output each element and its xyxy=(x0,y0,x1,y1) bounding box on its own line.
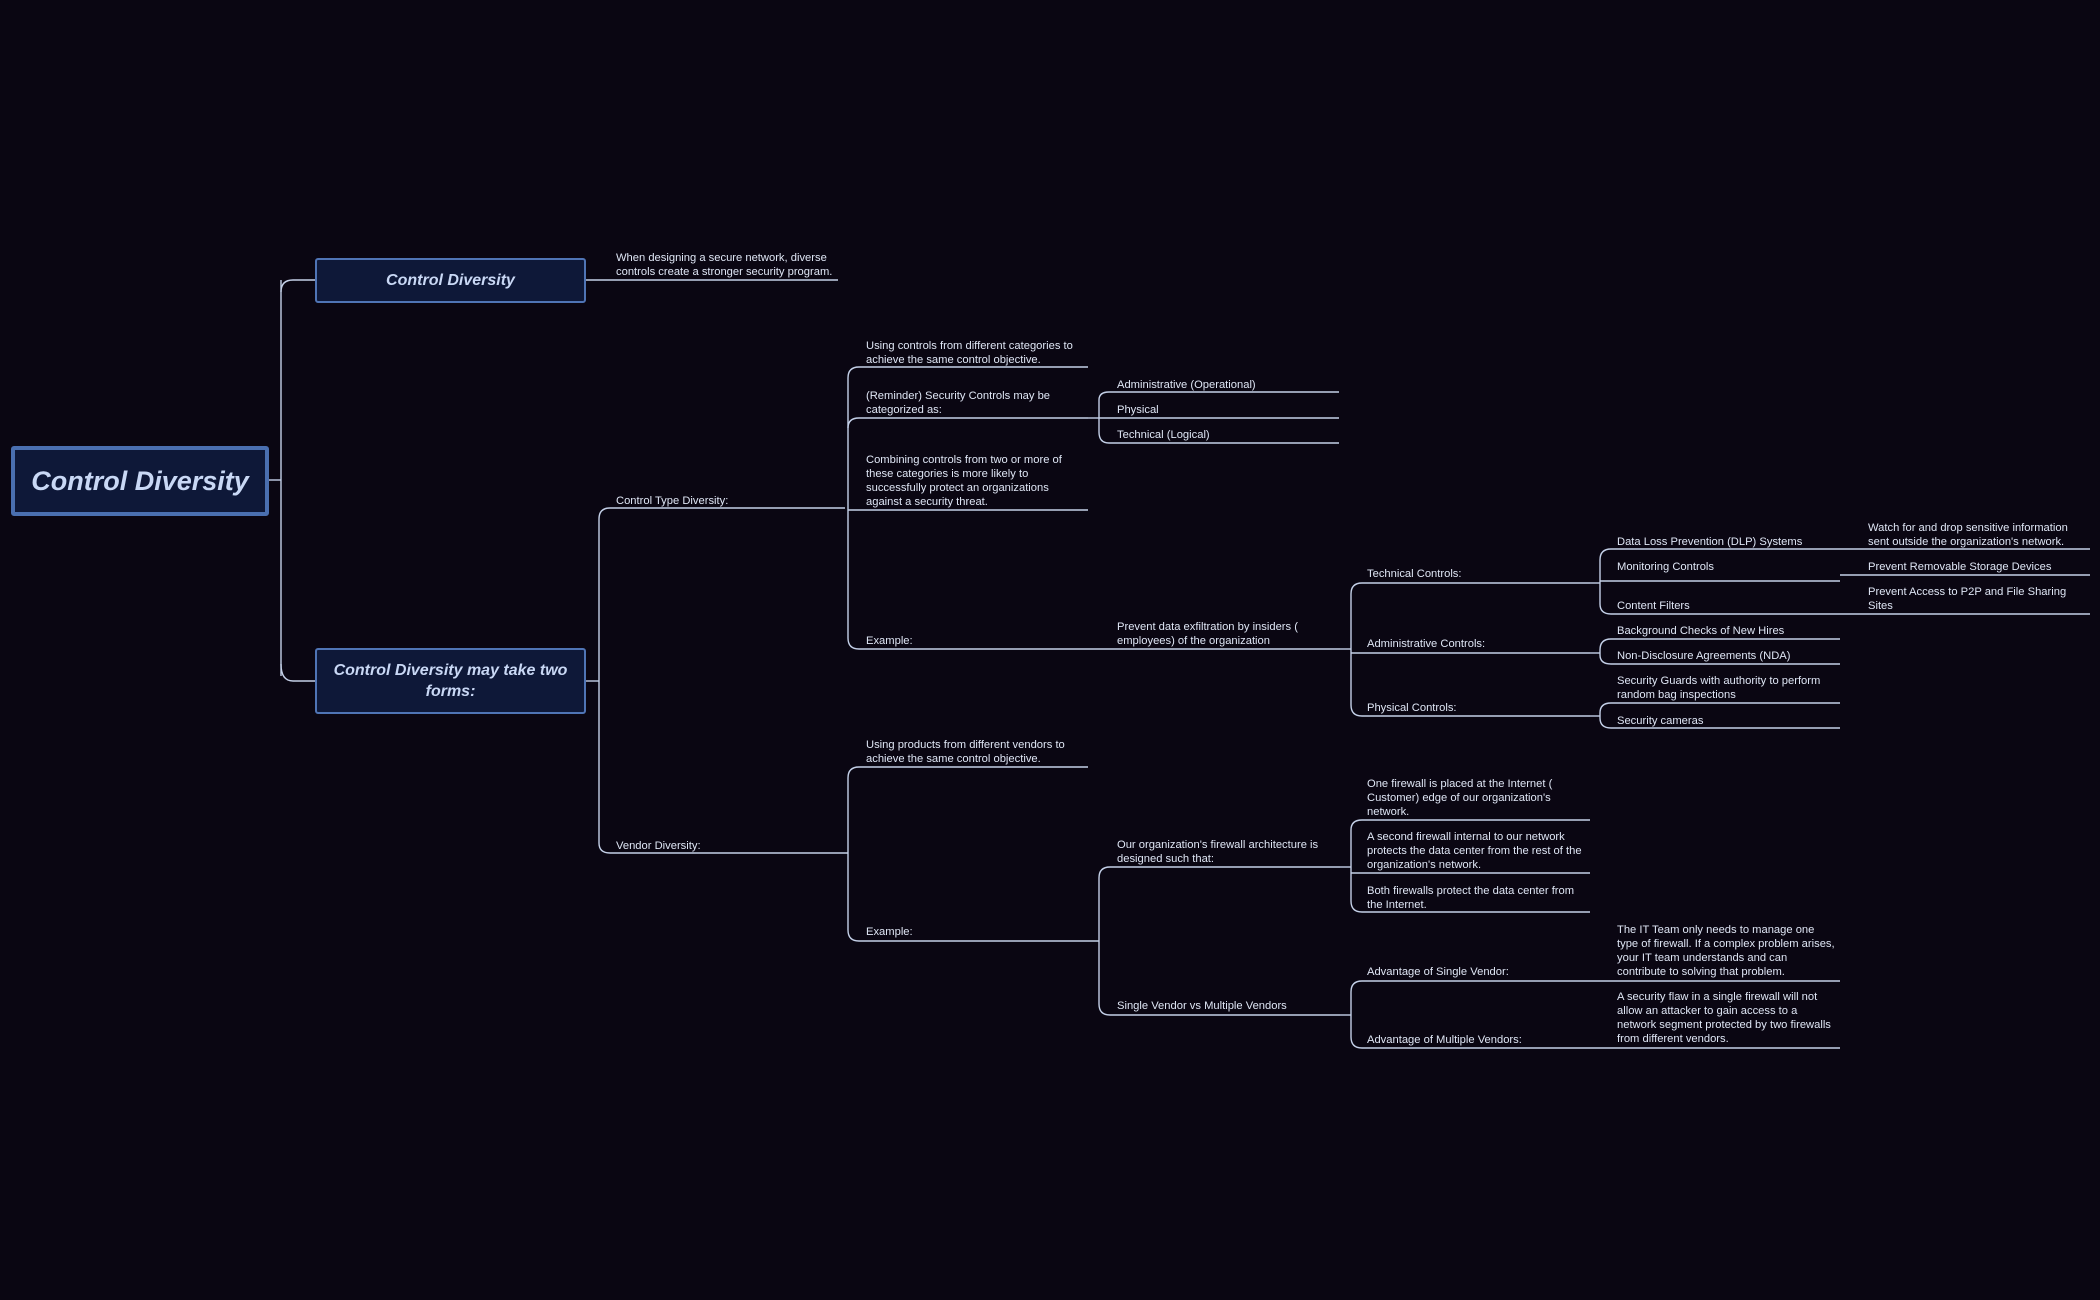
single-vendor-description: The IT Team only needs to manage one typ… xyxy=(1617,923,1835,979)
control-diversity-description: When designing a secure network, diverse… xyxy=(616,251,832,279)
physical-controls-label: Physical Controls: xyxy=(1367,702,1457,714)
text-line: Prevent data exfiltration by insiders ( xyxy=(1117,621,1298,633)
advantage-single-vendor: Advantage of Single Vendor: xyxy=(1367,966,1509,978)
branch-control-diversity[interactable]: Control Diversity xyxy=(315,258,586,303)
technical-controls-label: Technical Controls: xyxy=(1367,568,1462,580)
vendor-definition: Using products from different vendors to… xyxy=(866,738,1065,766)
text-line: Security Guards with authority to perfor… xyxy=(1617,675,1821,687)
text-line: Using controls from different categories… xyxy=(866,340,1073,352)
content-filters: Content Filters xyxy=(1617,600,1690,612)
text-line: designed such that: xyxy=(1117,853,1215,865)
control-type-definition: Using controls from different categories… xyxy=(866,339,1073,367)
prevent-exfiltration: Prevent data exfiltration by insiders ( … xyxy=(1117,620,1298,648)
branch-two-forms-line-1: Control Diversity may take two xyxy=(333,662,568,679)
combining-controls: Combining controls from two or more of t… xyxy=(866,453,1062,509)
text-line: these categories is more likely to xyxy=(866,468,1029,480)
nda: Non-Disclosure Agreements (NDA) xyxy=(1617,650,1791,662)
text-line: A security flaw in a single firewall wil… xyxy=(1617,991,1818,1003)
reminder-categories: (Reminder) Security Controls may be cate… xyxy=(866,389,1050,417)
text-line: from different vendors. xyxy=(1617,1033,1729,1045)
text-line: allow an attacker to gain access to a xyxy=(1617,1005,1798,1017)
monitoring-description: Prevent Removable Storage Devices xyxy=(1868,561,2052,573)
multiple-vendors-description: A security flaw in a single firewall wil… xyxy=(1617,990,1831,1046)
text-line: When designing a secure network, diverse xyxy=(616,252,827,264)
text-line: One firewall is placed at the Internet ( xyxy=(1367,778,1553,790)
root-node[interactable]: Control Diversity xyxy=(11,446,269,516)
advantage-multiple-vendors: Advantage of Multiple Vendors: xyxy=(1367,1034,1522,1046)
single-vs-multiple-vendors: Single Vendor vs Multiple Vendors xyxy=(1117,1000,1287,1012)
text-line: contribute to solving that problem. xyxy=(1617,966,1785,978)
text-line: The IT Team only needs to manage one xyxy=(1617,924,1815,936)
administrative-controls-label: Administrative Controls: xyxy=(1367,638,1486,650)
text-line: sent outside the organization's network. xyxy=(1868,536,2065,548)
category-administrative: Administrative (Operational) xyxy=(1117,379,1256,391)
text-line: Both firewalls protect the data center f… xyxy=(1367,885,1575,897)
text-line: your IT team understands and can xyxy=(1617,952,1788,964)
security-guards: Security Guards with authority to perfor… xyxy=(1617,674,1820,702)
firewall-one: One firewall is placed at the Internet (… xyxy=(1367,777,1552,819)
branch-two-forms[interactable]: Control Diversity may take two forms: xyxy=(315,648,586,714)
text-line: categorized as: xyxy=(866,404,942,416)
text-line: achieve the same control objective. xyxy=(866,354,1041,366)
text-line: Customer) edge of our organization's xyxy=(1367,792,1551,804)
text-line: Using products from different vendors to xyxy=(866,739,1065,751)
firewall-both: Both firewalls protect the data center f… xyxy=(1367,884,1574,912)
text-line: controls create a stronger security prog… xyxy=(616,266,833,278)
background-checks: Background Checks of New Hires xyxy=(1617,625,1785,637)
text-line: employees) of the organization xyxy=(1117,635,1270,647)
text-line: (Reminder) Security Controls may be xyxy=(866,390,1051,402)
dlp-systems: Data Loss Prevention (DLP) Systems xyxy=(1617,536,1803,548)
monitoring-controls: Monitoring Controls xyxy=(1617,561,1715,573)
text-line: organization's network. xyxy=(1367,859,1482,871)
text-line: Combining controls from two or more of xyxy=(866,454,1062,466)
vendor-example-label: Example: xyxy=(866,926,913,938)
text-line: successfully protect an organizations xyxy=(866,482,1049,494)
category-physical: Physical xyxy=(1117,404,1159,416)
vendor-diversity-label[interactable]: Vendor Diversity: xyxy=(616,840,701,852)
text-line: Sites xyxy=(1868,600,1893,612)
text-line: Prevent Access to P2P and File Sharing xyxy=(1868,586,2067,598)
text-line: A second firewall internal to our networ… xyxy=(1367,831,1565,843)
text-line: the Internet. xyxy=(1367,899,1427,911)
text-line: network. xyxy=(1367,806,1410,818)
control-type-example-label: Example: xyxy=(866,635,913,647)
firewall-two: A second firewall internal to our networ… xyxy=(1367,830,1582,872)
text-line: random bag inspections xyxy=(1617,689,1736,701)
text-line: network segment protected by two firewal… xyxy=(1617,1019,1831,1031)
text-line: protects the data center from the rest o… xyxy=(1367,845,1582,857)
security-cameras: Security cameras xyxy=(1617,715,1704,727)
text-line: achieve the same control objective. xyxy=(866,753,1041,765)
content-filters-description: Prevent Access to P2P and File Sharing S… xyxy=(1868,585,2066,613)
firewall-architecture: Our organization's firewall architecture… xyxy=(1117,838,1318,866)
text-line: Watch for and drop sensitive information xyxy=(1868,522,2068,534)
text-line: type of firewall. If a complex problem a… xyxy=(1617,938,1835,950)
branch-two-forms-line-2: forms: xyxy=(425,683,476,700)
text-line: Our organization's firewall architecture… xyxy=(1117,839,1319,851)
dlp-description: Watch for and drop sensitive information… xyxy=(1868,521,2068,549)
control-type-diversity-label[interactable]: Control Type Diversity: xyxy=(616,495,729,507)
text-line: against a security threat. xyxy=(866,496,988,508)
category-technical: Technical (Logical) xyxy=(1117,429,1210,441)
